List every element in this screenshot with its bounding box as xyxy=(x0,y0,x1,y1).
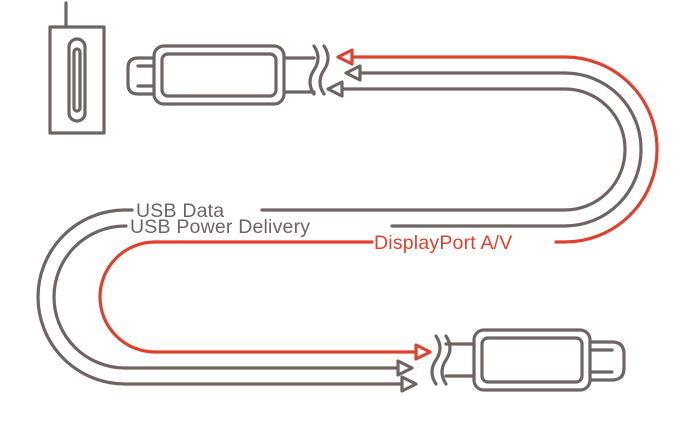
usb-power-arrow-top xyxy=(344,64,362,82)
usb-power-path xyxy=(52,71,643,370)
port-inner-slot xyxy=(72,47,82,113)
displayport-arrow-bottom xyxy=(414,343,432,361)
usb-c-plug-bottom-icon xyxy=(430,328,626,392)
plug-top-cable-break xyxy=(308,44,320,96)
plug-bottom-cable-stub xyxy=(444,342,476,378)
plug-bottom-cable-break xyxy=(430,334,442,386)
usb-data-arrow-top xyxy=(326,80,344,98)
plug-top-body xyxy=(152,44,286,106)
displayport-label: DisplayPort A/V xyxy=(374,232,512,254)
usb-data-arrow-bottom xyxy=(400,375,418,393)
displayport-arrow-top xyxy=(336,48,354,66)
usb-c-plug-top-icon xyxy=(126,44,330,106)
port-outer-slot xyxy=(67,37,87,123)
plug-bottom-body xyxy=(472,328,592,392)
usb-power-arrow-bottom xyxy=(396,359,414,377)
usb-power-label: USB Power Delivery xyxy=(130,216,310,238)
plug-bottom-tip xyxy=(588,340,626,382)
displayport-path xyxy=(98,55,659,354)
port-housing xyxy=(48,25,106,135)
usb-c-port-icon xyxy=(48,1,106,135)
usb-data-path xyxy=(36,87,627,386)
usb-data-label: USB Data xyxy=(136,200,224,222)
plug-top-cable-stub xyxy=(282,56,316,94)
plug-top-tip xyxy=(126,56,156,96)
plug-top-body-inner xyxy=(160,52,278,98)
plug-bottom-body-inner xyxy=(480,336,584,384)
